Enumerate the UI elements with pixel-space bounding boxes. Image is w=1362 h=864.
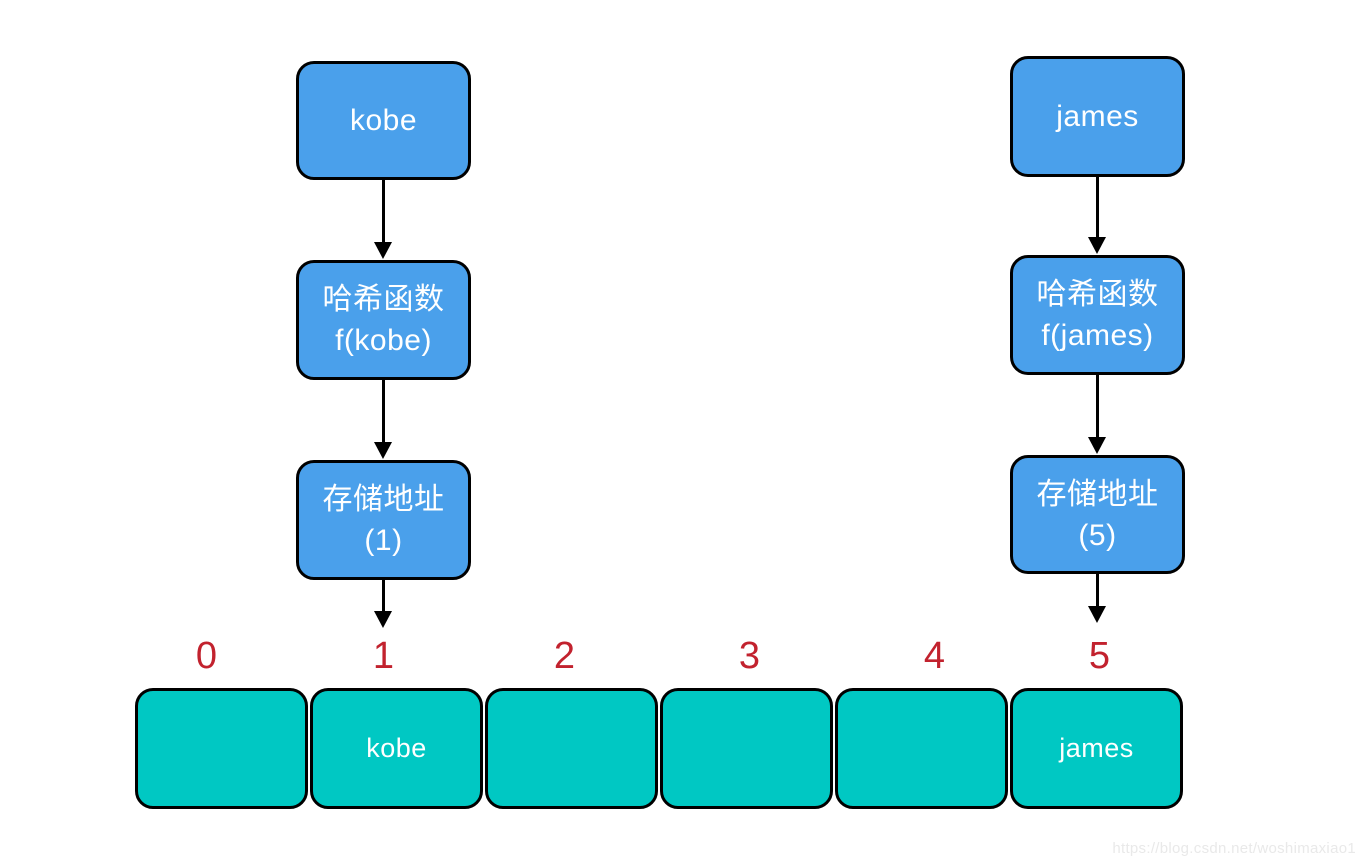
hash-function-box-james: 哈希函数 f(james) [1010,255,1185,375]
storage-address-box-kobe: 存储地址 (1) [296,460,471,580]
arrow-shaft [1095,177,1099,237]
arrow-down-icon [1088,177,1106,254]
arrow-head [1088,437,1106,454]
hash-function-label: 哈希函数 [322,283,445,316]
arrow-shaft [1095,375,1099,437]
arrow-down-icon [1088,375,1106,454]
watermark: https://blog.csdn.net/woshimaxiao1 [1112,840,1356,857]
arrow-head [1088,237,1106,254]
storage-address-box-james: 存储地址 (5) [1010,455,1185,574]
table-cell-3 [660,688,833,809]
table-cell-5: james [1010,688,1183,809]
arrow-shaft [381,380,385,442]
hash-function-label: 哈希函数 [1036,278,1159,311]
table-cell-4 [835,688,1008,809]
index-label-5: 5 [1088,635,1111,677]
key-label: kobe [349,104,418,137]
arrow-down-icon [374,180,392,259]
cell-value: james [1059,733,1134,763]
table-cell-2 [485,688,658,809]
arrow-head [374,442,392,459]
index-label-4: 4 [923,635,946,677]
arrow-head [374,611,392,628]
hash-function-expression: f(james) [1041,319,1154,352]
storage-address-value: (5) [1078,518,1117,552]
index-label-1: 1 [372,635,395,677]
hash-function-box-kobe: 哈希函数 f(kobe) [296,260,471,380]
arrow-shaft [1095,574,1099,606]
storage-address-value: (1) [364,524,403,557]
key-label: james [1056,100,1139,133]
key-box-kobe: kobe [296,61,471,180]
arrow-head [374,242,392,259]
arrow-down-icon [374,580,392,628]
index-label-3: 3 [738,635,761,677]
cell-value: kobe [366,733,427,763]
storage-address-label: 存储地址 [322,483,445,516]
index-label-0: 0 [195,635,218,677]
key-box-james: james [1010,56,1185,177]
table-cell-0 [135,688,308,809]
arrow-shaft [381,580,385,611]
arrow-down-icon [374,380,392,459]
arrow-shaft [381,180,385,242]
index-label-2: 2 [553,635,576,677]
arrow-head [1088,606,1106,623]
arrow-down-icon [1088,574,1106,623]
storage-address-label: 存储地址 [1036,477,1159,511]
table-cell-1: kobe [310,688,483,809]
hash-function-expression: f(kobe) [335,324,432,357]
